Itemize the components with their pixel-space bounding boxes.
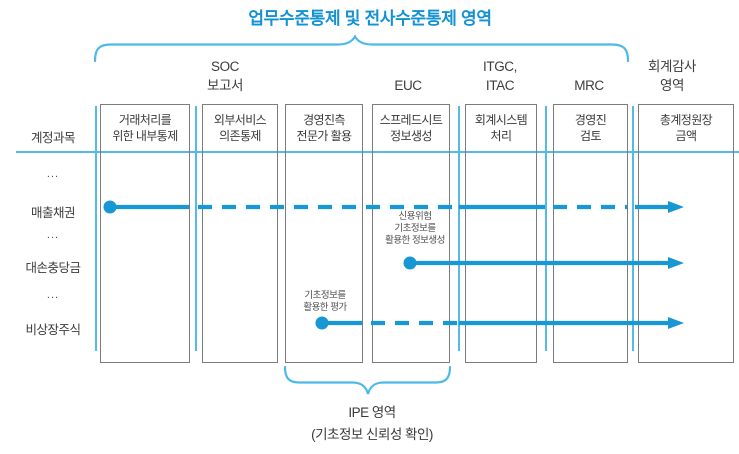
zone-header-line2: 영역 <box>659 78 685 93</box>
annotation-line3: 활용한 정보생성 <box>385 235 445 246</box>
bottom-brace-icon <box>283 365 452 395</box>
zone-header-line2: EUC <box>394 78 422 93</box>
ipe-caption-line1: IPE 영역 <box>348 405 396 420</box>
diagram-title: 업무수준통제 및 전사수준통제 영역 <box>248 9 492 28</box>
zone-divider-line-5 <box>632 106 634 351</box>
zone-header-line2: ITAC <box>485 78 515 93</box>
control-box-management-review: 경영진 검토 <box>553 104 628 363</box>
zone-header-euc: EUC <box>348 55 468 95</box>
row-label-ellipsis-3: ... <box>46 289 60 301</box>
control-box-spreadsheet-info: 스프레드시트 정보생성 <box>372 104 450 363</box>
control-box-general-ledger-amount: 총계정원장 금액 <box>638 104 734 363</box>
zone-divider-line-1 <box>95 106 97 351</box>
control-box-label-line1: 총계정원장 <box>659 113 713 127</box>
zone-divider-line-3 <box>458 106 460 351</box>
annotation-line1: 기초정보를 <box>304 290 346 301</box>
zone-divider-line-4 <box>545 106 547 351</box>
control-box-label-line1: 스프레드시트 <box>379 113 443 127</box>
zone-header-soc: SOC 보고서 <box>165 55 285 95</box>
control-box-label-line1: 거래처리를 <box>118 113 172 127</box>
zone-divider-line-2 <box>195 106 197 351</box>
zone-header-mrc: MRC <box>529 55 649 95</box>
control-box-label-line1: 외부서비스 <box>213 113 267 127</box>
ipe-caption: IPE 영역 (기초정보 신뢰성 확인) <box>252 402 492 446</box>
zone-header-audit-area: 회계감사 영역 <box>612 55 732 95</box>
annotation-line2: 기초정보를 <box>394 223 436 234</box>
control-box-accounting-system: 회계시스템 처리 <box>465 104 537 363</box>
annotation-base-info-eval: 기초정보를 활용한 평가 <box>275 290 375 314</box>
annotation-line2: 활용한 평가 <box>303 302 347 313</box>
control-box-label-line1: 경영진측 <box>303 113 345 127</box>
control-box-label-line2: 금액 <box>675 128 697 143</box>
control-box-management-expert: 경영진측 전문가 활용 <box>285 104 363 363</box>
zone-header-line1: 회계감사 <box>647 59 697 74</box>
zone-header-line2: 보고서 <box>206 78 244 93</box>
ipe-caption-line2: (기초정보 신뢰성 확인) <box>311 427 433 442</box>
control-box-label-line2: 검토 <box>580 128 601 143</box>
control-box-label-line2: 정보생성 <box>390 128 432 143</box>
zone-header-itgc-itac: ITGC, ITAC <box>440 55 560 95</box>
zone-header-line1: ITGC, <box>483 59 517 74</box>
control-box-label-line2: 처리 <box>490 128 512 143</box>
row-header-account-title: 계정과목 <box>30 131 76 145</box>
control-box-outsourced-service-control: 외부서비스 의존통제 <box>202 104 278 363</box>
row-label-allowance-doubtful: 대손충당금 <box>25 261 81 275</box>
control-box-label-line1: 회계시스템 <box>474 113 528 127</box>
control-box-label-line2: 전문가 활용 <box>296 128 353 143</box>
row-label-ellipsis-2: ... <box>46 229 60 241</box>
row-label-ellipsis-1: ... <box>46 168 60 180</box>
zone-header-line1: SOC <box>210 59 240 74</box>
row-label-trade-receivables: 매출채권 <box>30 206 76 220</box>
control-box-transaction-internal-control: 거래처리를 위한 내부통제 <box>100 104 190 363</box>
control-box-label-line2: 위한 내부통제 <box>112 128 178 143</box>
control-box-label-line1: 경영진 <box>574 113 607 127</box>
annotation-credit-risk: 신용위험 기초정보를 활용한 정보생성 <box>355 211 475 247</box>
row-label-unlisted-stock: 비상장주식 <box>25 323 81 337</box>
zone-header-line2: MRC <box>574 78 604 93</box>
control-box-label-line2: 의존통제 <box>219 128 261 143</box>
annotation-line1: 신용위험 <box>398 211 432 222</box>
account-header-divider-line <box>16 151 739 153</box>
